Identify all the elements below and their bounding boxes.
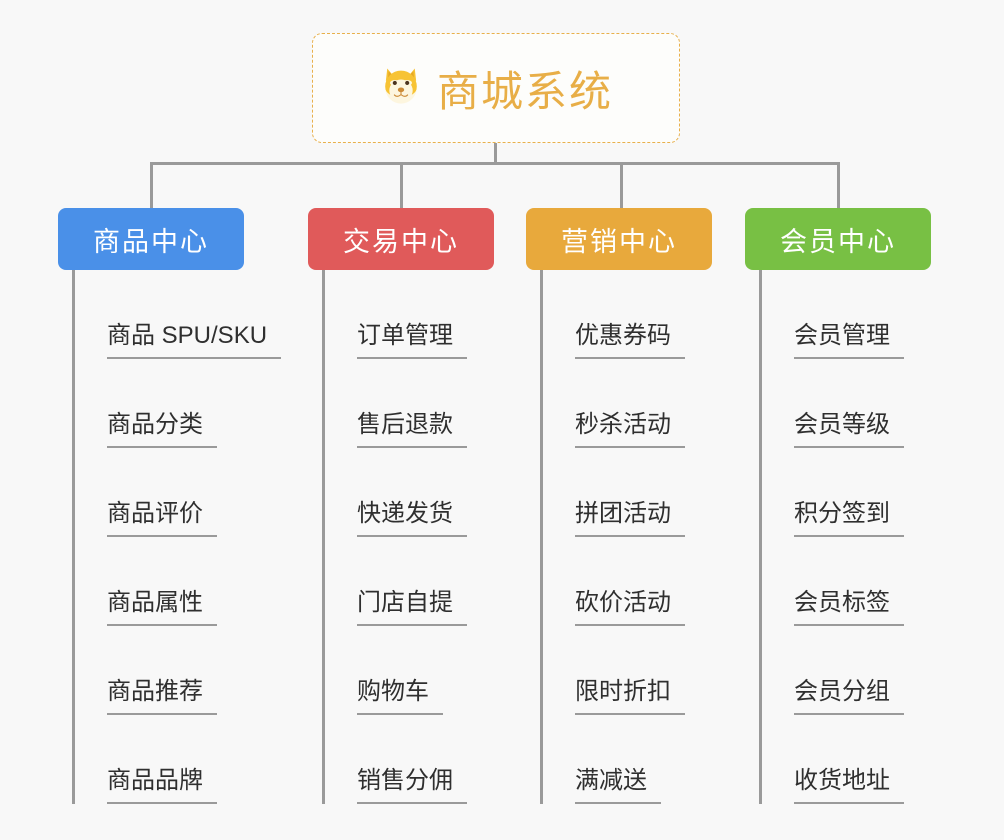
leaf-item[interactable]: 拼团活动 — [543, 448, 774, 537]
shiba-inu-dog-face-icon — [379, 63, 423, 114]
leaf-item[interactable]: 商品 SPU/SKU — [75, 270, 306, 359]
leaf-item[interactable]: 商品品牌 — [75, 715, 306, 804]
leaf-item[interactable]: 砍价活动 — [543, 537, 774, 626]
leaf-label: 优惠券码 — [575, 321, 685, 359]
leaf-item[interactable]: 商品推荐 — [75, 626, 306, 715]
leaf-label: 收货地址 — [794, 766, 904, 804]
leaf-label: 商品推荐 — [107, 677, 217, 715]
branch-trunk-2: 订单管理 售后退款 快递发货 门店自提 购物车 销售分佣 — [322, 270, 556, 804]
leaf-label: 会员管理 — [794, 321, 904, 359]
branch-header-1[interactable]: 商品中心 — [58, 208, 244, 270]
leaf-item[interactable]: 销售分佣 — [325, 715, 556, 804]
root-title: 商城系统 — [436, 67, 613, 115]
leaf-item[interactable]: 快递发货 — [325, 448, 556, 537]
leaf-label: 商品 SPU/SKU — [107, 321, 282, 359]
leaf-label: 售后退款 — [357, 410, 467, 448]
leaf-item[interactable]: 订单管理 — [325, 270, 556, 359]
leaf-label: 满减送 — [575, 766, 661, 804]
branch-header-2[interactable]: 交易中心 — [308, 208, 494, 270]
leaf-label: 销售分佣 — [357, 766, 467, 804]
branch-trunk-3: 优惠券码 秒杀活动 拼团活动 砍价活动 限时折扣 满减送 — [540, 270, 774, 804]
leaf-label: 快递发货 — [357, 499, 467, 537]
connector-horizontal-bar — [150, 162, 840, 165]
leaf-label: 会员标签 — [794, 588, 904, 626]
branch-column-4: 会员中心 会员管理 会员等级 积分签到 会员标签 会员分组 收货地址 — [745, 208, 993, 804]
leaf-label: 商品属性 — [107, 588, 217, 626]
leaf-label: 门店自提 — [357, 588, 467, 626]
leaf-label: 商品分类 — [107, 410, 217, 448]
connector-root-stem — [494, 143, 497, 164]
branch-column-1: 商品中心 商品 SPU/SKU 商品分类 商品评价 商品属性 商品推荐 商品品牌 — [58, 208, 306, 804]
leaf-item[interactable]: 购物车 — [325, 626, 556, 715]
branch-header-label-4: 会员中心 — [780, 226, 896, 257]
leaf-item[interactable]: 会员等级 — [762, 359, 993, 448]
branch-column-2: 交易中心 订单管理 售后退款 快递发货 门店自提 购物车 销售分佣 — [308, 208, 556, 804]
leaf-label: 砍价活动 — [575, 588, 685, 626]
leaf-item[interactable]: 满减送 — [543, 715, 774, 804]
leaf-item[interactable]: 限时折扣 — [543, 626, 774, 715]
leaf-label: 商品品牌 — [107, 766, 217, 804]
leaf-item[interactable]: 会员管理 — [762, 270, 993, 359]
connector-drop-2 — [400, 162, 403, 208]
leaf-label: 购物车 — [357, 677, 443, 715]
leaf-label: 订单管理 — [357, 321, 467, 359]
leaf-item[interactable]: 积分签到 — [762, 448, 993, 537]
leaf-label: 会员分组 — [794, 677, 904, 715]
branch-trunk-1: 商品 SPU/SKU 商品分类 商品评价 商品属性 商品推荐 商品品牌 — [72, 270, 306, 804]
branch-header-3[interactable]: 营销中心 — [526, 208, 712, 270]
branch-header-label-1: 商品中心 — [93, 226, 209, 257]
leaf-label: 商品评价 — [107, 499, 217, 537]
leaf-item[interactable]: 售后退款 — [325, 359, 556, 448]
leaf-label: 秒杀活动 — [575, 410, 685, 448]
leaf-item[interactable]: 门店自提 — [325, 537, 556, 626]
leaf-item[interactable]: 收货地址 — [762, 715, 993, 804]
leaf-label: 拼团活动 — [575, 499, 685, 537]
leaf-item[interactable]: 商品属性 — [75, 537, 306, 626]
leaf-item[interactable]: 会员分组 — [762, 626, 993, 715]
branch-header-4[interactable]: 会员中心 — [745, 208, 931, 270]
branch-header-label-3: 营销中心 — [561, 226, 677, 257]
leaf-item[interactable]: 会员标签 — [762, 537, 993, 626]
leaf-label: 限时折扣 — [575, 677, 685, 715]
leaf-item[interactable]: 商品评价 — [75, 448, 306, 537]
leaf-item[interactable]: 优惠券码 — [543, 270, 774, 359]
connector-drop-4 — [837, 162, 840, 208]
connector-drop-1 — [150, 162, 153, 208]
leaf-item[interactable]: 秒杀活动 — [543, 359, 774, 448]
root-node[interactable]: 商城系统 — [312, 33, 680, 143]
leaf-label: 积分签到 — [794, 499, 904, 537]
branch-header-label-2: 交易中心 — [343, 226, 459, 257]
leaf-label: 会员等级 — [794, 410, 904, 448]
branch-trunk-4: 会员管理 会员等级 积分签到 会员标签 会员分组 收货地址 — [759, 270, 993, 804]
branch-column-3: 营销中心 优惠券码 秒杀活动 拼团活动 砍价活动 限时折扣 满减送 — [526, 208, 774, 804]
connector-drop-3 — [620, 162, 623, 208]
leaf-item[interactable]: 商品分类 — [75, 359, 306, 448]
